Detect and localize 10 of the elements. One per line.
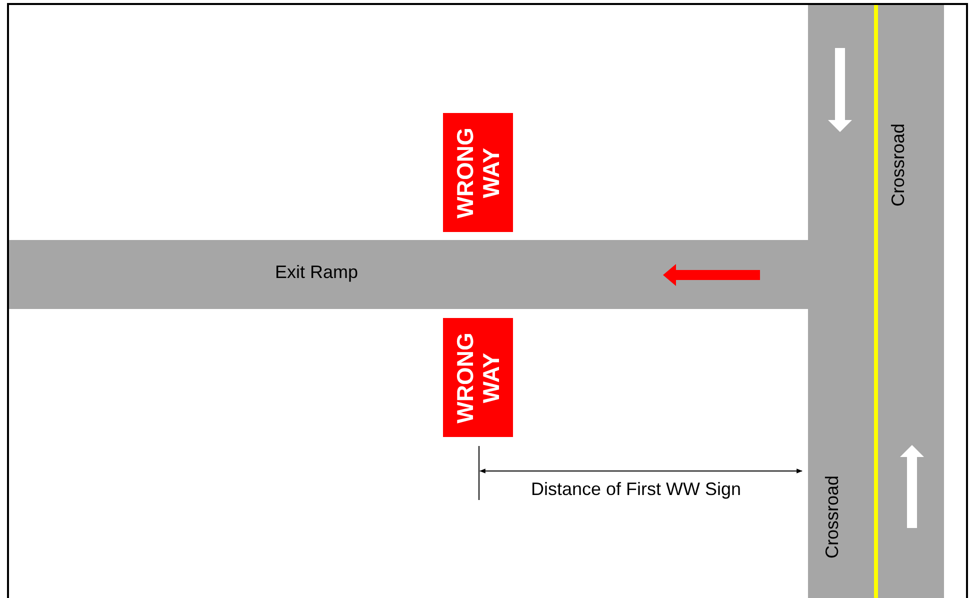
road-label: Exit Ramp [275, 263, 358, 281]
road-label: Crossroad [889, 123, 907, 207]
wrong-way-sign [443, 113, 513, 232]
dimension-label: Distance of First WW Sign [531, 480, 742, 498]
sign-text: WRONG WAY [452, 126, 504, 220]
exit-ramp-road [9, 240, 809, 309]
crossroad-road [808, 5, 944, 598]
sign-text: WRONG WAY [452, 331, 504, 426]
road-label: Crossroad [823, 475, 841, 559]
wrong-way-sign [443, 318, 513, 437]
